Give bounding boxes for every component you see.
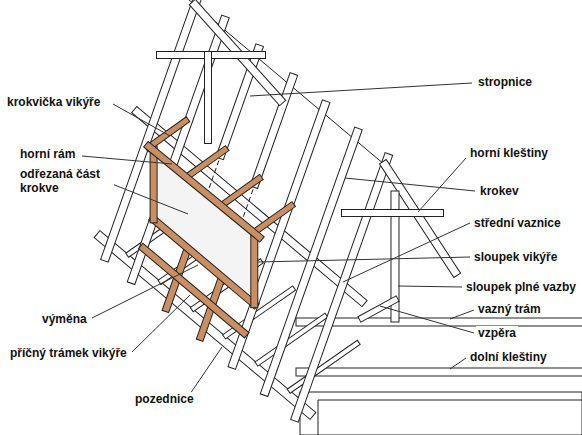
leader-line [343, 223, 470, 282]
truss-post [205, 55, 211, 140]
part-label: sloupek plné vazby [464, 280, 578, 294]
wall [318, 400, 319, 435]
dormer-cross-beam [143, 248, 244, 333]
part-label: vzpěra [476, 326, 518, 340]
leader-line [112, 184, 188, 214]
dormer-rafter [222, 179, 259, 205]
leader-line [82, 156, 172, 164]
part-label: odřezaná část krokve [18, 167, 114, 195]
part-label: dolní kleštiny [468, 350, 549, 364]
part-label: stropnice [476, 75, 534, 89]
trimmer [154, 219, 255, 304]
leader-line [450, 358, 466, 369]
leader-line [398, 286, 462, 287]
leader-line [190, 347, 222, 394]
dormer-post [150, 149, 158, 219]
part-label: střední vaznice [472, 216, 563, 230]
part-label: pozednice [133, 392, 196, 406]
part-label: horní rám [18, 147, 77, 161]
dormer-rafter [254, 206, 291, 232]
dormer-post [151, 149, 157, 219]
rafter [296, 158, 388, 417]
dormer-cross-beam [143, 248, 244, 333]
leader-lines [82, 83, 475, 394]
dormer-rafter [222, 179, 259, 205]
dormer-rafter [188, 150, 225, 176]
lower-clamp-beam [300, 368, 582, 377]
part-label: krokev [478, 184, 521, 198]
roof-frame [101, 0, 582, 435]
dormer-rafter [188, 150, 225, 176]
leader-line [345, 178, 475, 191]
part-label: příčný trámek vikýře [8, 346, 129, 360]
upper-clamp [345, 209, 440, 217]
lower-clamp-beam [300, 369, 582, 376]
part-label: výměna [40, 312, 89, 326]
part-label: sloupek vikýře [472, 250, 559, 264]
truss-post [204, 55, 212, 140]
part-label: krokvička vikýře [5, 95, 102, 109]
dormer-head [149, 146, 260, 237]
wall [300, 392, 582, 435]
leader-line [92, 265, 198, 318]
dormer-post [250, 234, 258, 304]
dormer-rafter [254, 206, 291, 232]
leader-line [418, 158, 466, 212]
dormer-head [149, 146, 260, 237]
leader-line [132, 295, 190, 352]
leader-line [258, 257, 470, 262]
leader-line [450, 310, 474, 319]
part-label: horní kleštiny [468, 146, 550, 160]
part-label: vazný trám [476, 302, 543, 316]
tie-beam [300, 318, 582, 327]
wall [318, 400, 582, 401]
tie-beam [300, 319, 582, 326]
upper-clamp [345, 210, 440, 216]
rafter [296, 158, 388, 417]
trimmer [154, 219, 255, 304]
leader-line [113, 104, 170, 136]
leader-line [250, 83, 472, 96]
dormer-opening [154, 149, 255, 304]
dormer-post [251, 234, 257, 304]
leader-line [380, 306, 474, 333]
